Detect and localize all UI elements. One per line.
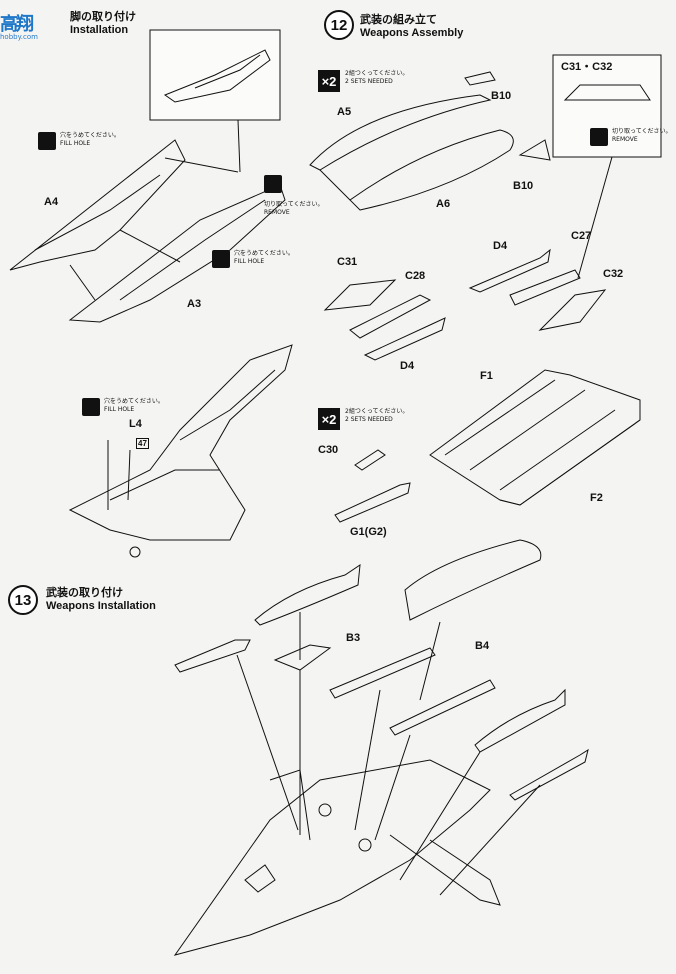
remove-jp-1: 切り取ってください。 (264, 201, 324, 208)
part-label-b10-top: B10 (491, 90, 512, 102)
fill-hole-note-2: 穴をうめてください。 FILL HOLE (234, 250, 294, 266)
sets-needed-note-2: 2組つくってください。 2 SETS NEEDED (345, 408, 408, 424)
part-label-a6: A6 (436, 198, 451, 210)
pylon-c30 (354, 449, 386, 471)
pylon-c31 (323, 279, 397, 311)
fill-hole-icon (38, 132, 56, 150)
rack-c27 (509, 269, 581, 306)
aircraft-main (173, 759, 491, 956)
part-label-d4-left: D4 (400, 360, 415, 372)
aircraft-rear-view (68, 344, 293, 541)
remove-note-1: 切り取ってください。 REMOVE (264, 201, 324, 217)
fill-hole-jp-2: 穴をうめてください。 (234, 250, 294, 257)
part-label-a4: A4 (44, 196, 59, 208)
part-label-b10-bottom: B10 (513, 180, 534, 192)
step11-title-jp: 脚の取り付け (70, 10, 136, 23)
pylon-c32 (538, 289, 607, 331)
remove-icon (264, 175, 282, 193)
fuel-tank-a6 (349, 129, 514, 211)
tray-f1 (429, 369, 641, 506)
x2-badge: ×2 (318, 408, 340, 430)
part-label-d4-right: D4 (493, 240, 508, 252)
step12-title-en: Weapons Assembly (360, 27, 464, 39)
sets-jp-2: 2組つくってください。 (345, 408, 409, 415)
part-label-c31: C31 (337, 256, 358, 268)
step11-title-en: Installation (70, 24, 129, 36)
remove-en-1: REMOVE (264, 209, 290, 216)
part-label-g1-g2: G1(G2) (350, 526, 387, 538)
tray-f2 (499, 419, 641, 506)
part-label-f1: F1 (480, 370, 493, 382)
bomb-right (474, 688, 566, 753)
part-label-b3: B3 (346, 632, 361, 644)
rack-b4 (389, 679, 496, 736)
fill-hole-jp-3: 穴をうめてください。 (104, 398, 164, 405)
pylon-center (273, 644, 332, 671)
step11-header: 脚の取り付け Installation (70, 8, 136, 36)
fill-hole-en-1: FILL HOLE (60, 140, 91, 147)
fill-hole-en-3: FILL HOLE (104, 406, 135, 413)
sets-needed-note-1: 2組つくってください。 2 SETS NEEDED (345, 70, 408, 86)
missile-d4-left (363, 317, 446, 361)
part-label-c28: C28 (405, 270, 426, 282)
remove-note-2: 切り取ってください。 REMOVE (612, 128, 672, 144)
bomb-upper (254, 563, 361, 626)
step12-header: 武装の組み立て Weapons Assembly (360, 11, 463, 39)
remove-en-2: REMOVE (612, 136, 638, 143)
watermark-text: 高翔 (0, 14, 34, 35)
missile-left (174, 639, 251, 673)
missile-g1 (334, 482, 411, 523)
sets-jp-1: 2組つくってください。 (345, 70, 409, 77)
fill-hole-en-2: FILL HOLE (234, 258, 265, 265)
part-label-c32: C32 (603, 268, 624, 280)
rack-b3 (329, 647, 436, 699)
fill-hole-icon (212, 250, 230, 268)
part-label-b4: B4 (475, 640, 490, 652)
step13-number: 13 (8, 585, 38, 615)
part-label-c27: C27 (571, 230, 592, 242)
step13-header: 武装の取り付け Weapons Installation (46, 584, 156, 612)
missile-right (509, 748, 589, 801)
remove-icon (590, 128, 608, 146)
watermark-logo: 高翔 hobby.com (0, 10, 70, 41)
fill-hole-note-1: 穴をうめてください。 FILL HOLE (60, 132, 120, 148)
sets-en-1: 2 SETS NEEDED (345, 78, 393, 85)
fuel-tank-a5 (309, 94, 492, 171)
missile-d4-right (468, 248, 551, 293)
part-label-l4: L4 (129, 418, 142, 430)
step13-title-jp: 武装の取り付け (46, 586, 123, 599)
part-label-c30: C30 (318, 444, 339, 456)
part-number-47: 47 (136, 438, 149, 449)
sets-en-2: 2 SETS NEEDED (345, 416, 393, 423)
step13-title-en: Weapons Installation (46, 600, 156, 612)
fill-hole-icon (82, 398, 100, 416)
part-label-a5: A5 (337, 106, 352, 118)
part-label-a3: A3 (187, 298, 202, 310)
rack-c28 (349, 294, 432, 339)
step12-number: 12 (324, 10, 354, 40)
x2-badge: ×2 (318, 70, 340, 92)
fill-hole-jp-1: 穴をうめてください。 (60, 132, 120, 139)
tank-upper-right (404, 539, 542, 621)
step12-title-jp: 武装の組み立て (360, 13, 437, 26)
part-label-c31-c32: C31・C32 (561, 61, 613, 73)
watermark-sub: hobby.com (0, 33, 38, 41)
tail-fin-lower (68, 184, 286, 323)
fill-hole-note-3: 穴をうめてください。 FILL HOLE (104, 398, 164, 414)
part-label-f2: F2 (590, 492, 603, 504)
remove-jp-2: 切り取ってください。 (612, 128, 672, 135)
